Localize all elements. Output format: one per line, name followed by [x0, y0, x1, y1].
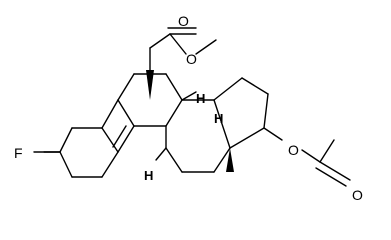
bond-a2: [59, 127, 73, 153]
chemical-structure-diagram: F O O O O H H H: [12, 13, 363, 203]
structure-canvas: F O O O O H H H: [12, 13, 363, 203]
hash-bond-c5: [155, 147, 167, 161]
bond-ester-methyl: [195, 39, 217, 55]
bond-b3: [165, 99, 183, 127]
wedge-bond-c6: [146, 70, 154, 100]
bond-d3: [263, 93, 269, 129]
bond-c4: [213, 147, 231, 173]
fluorine-label: F: [14, 145, 23, 161]
bond-d2: [241, 77, 269, 95]
bond-acetoxy-2: [301, 149, 321, 163]
wedge-bond-c13-methyl: [226, 148, 234, 172]
bond-d4: [229, 127, 265, 149]
bond-b1: [117, 99, 135, 127]
bond-ester-single: [169, 33, 187, 55]
hydrogen-c8-label: H: [196, 91, 205, 106]
bond-acetoxy-carbonyl-1: [319, 161, 351, 181]
bond-b7: [101, 99, 119, 129]
bond-acetoxy-carbonyl-2: [315, 167, 347, 187]
label-bg-f: [12, 143, 26, 161]
bond-a4: [59, 151, 73, 178]
bond-a6: [101, 151, 119, 178]
bond-c2: [165, 147, 183, 173]
acetoxy-carbonyl-oxygen-label: O: [352, 187, 363, 203]
ester-carbonyl-oxygen-label: O: [178, 13, 189, 29]
hash-bond-c8: [181, 91, 197, 101]
bond-b6: [117, 73, 135, 101]
bond-b-double-2: [112, 125, 127, 148]
ester-ether-oxygen-label: O: [186, 51, 197, 67]
bond-d1: [213, 77, 243, 101]
bond-c5: [213, 99, 231, 149]
bond-acetoxy-1: [263, 127, 283, 141]
hydrogen-c9-label: H: [214, 111, 223, 126]
bond-a7: [101, 127, 119, 153]
acetoxy-ether-oxygen-label: O: [288, 142, 299, 158]
bond-b4: [165, 73, 183, 101]
bond-acetoxy-3: [319, 139, 335, 163]
bond-b-double-1: [117, 125, 135, 153]
bond-side-2: [149, 33, 171, 49]
hydrogen-c5-label: H: [144, 168, 153, 183]
